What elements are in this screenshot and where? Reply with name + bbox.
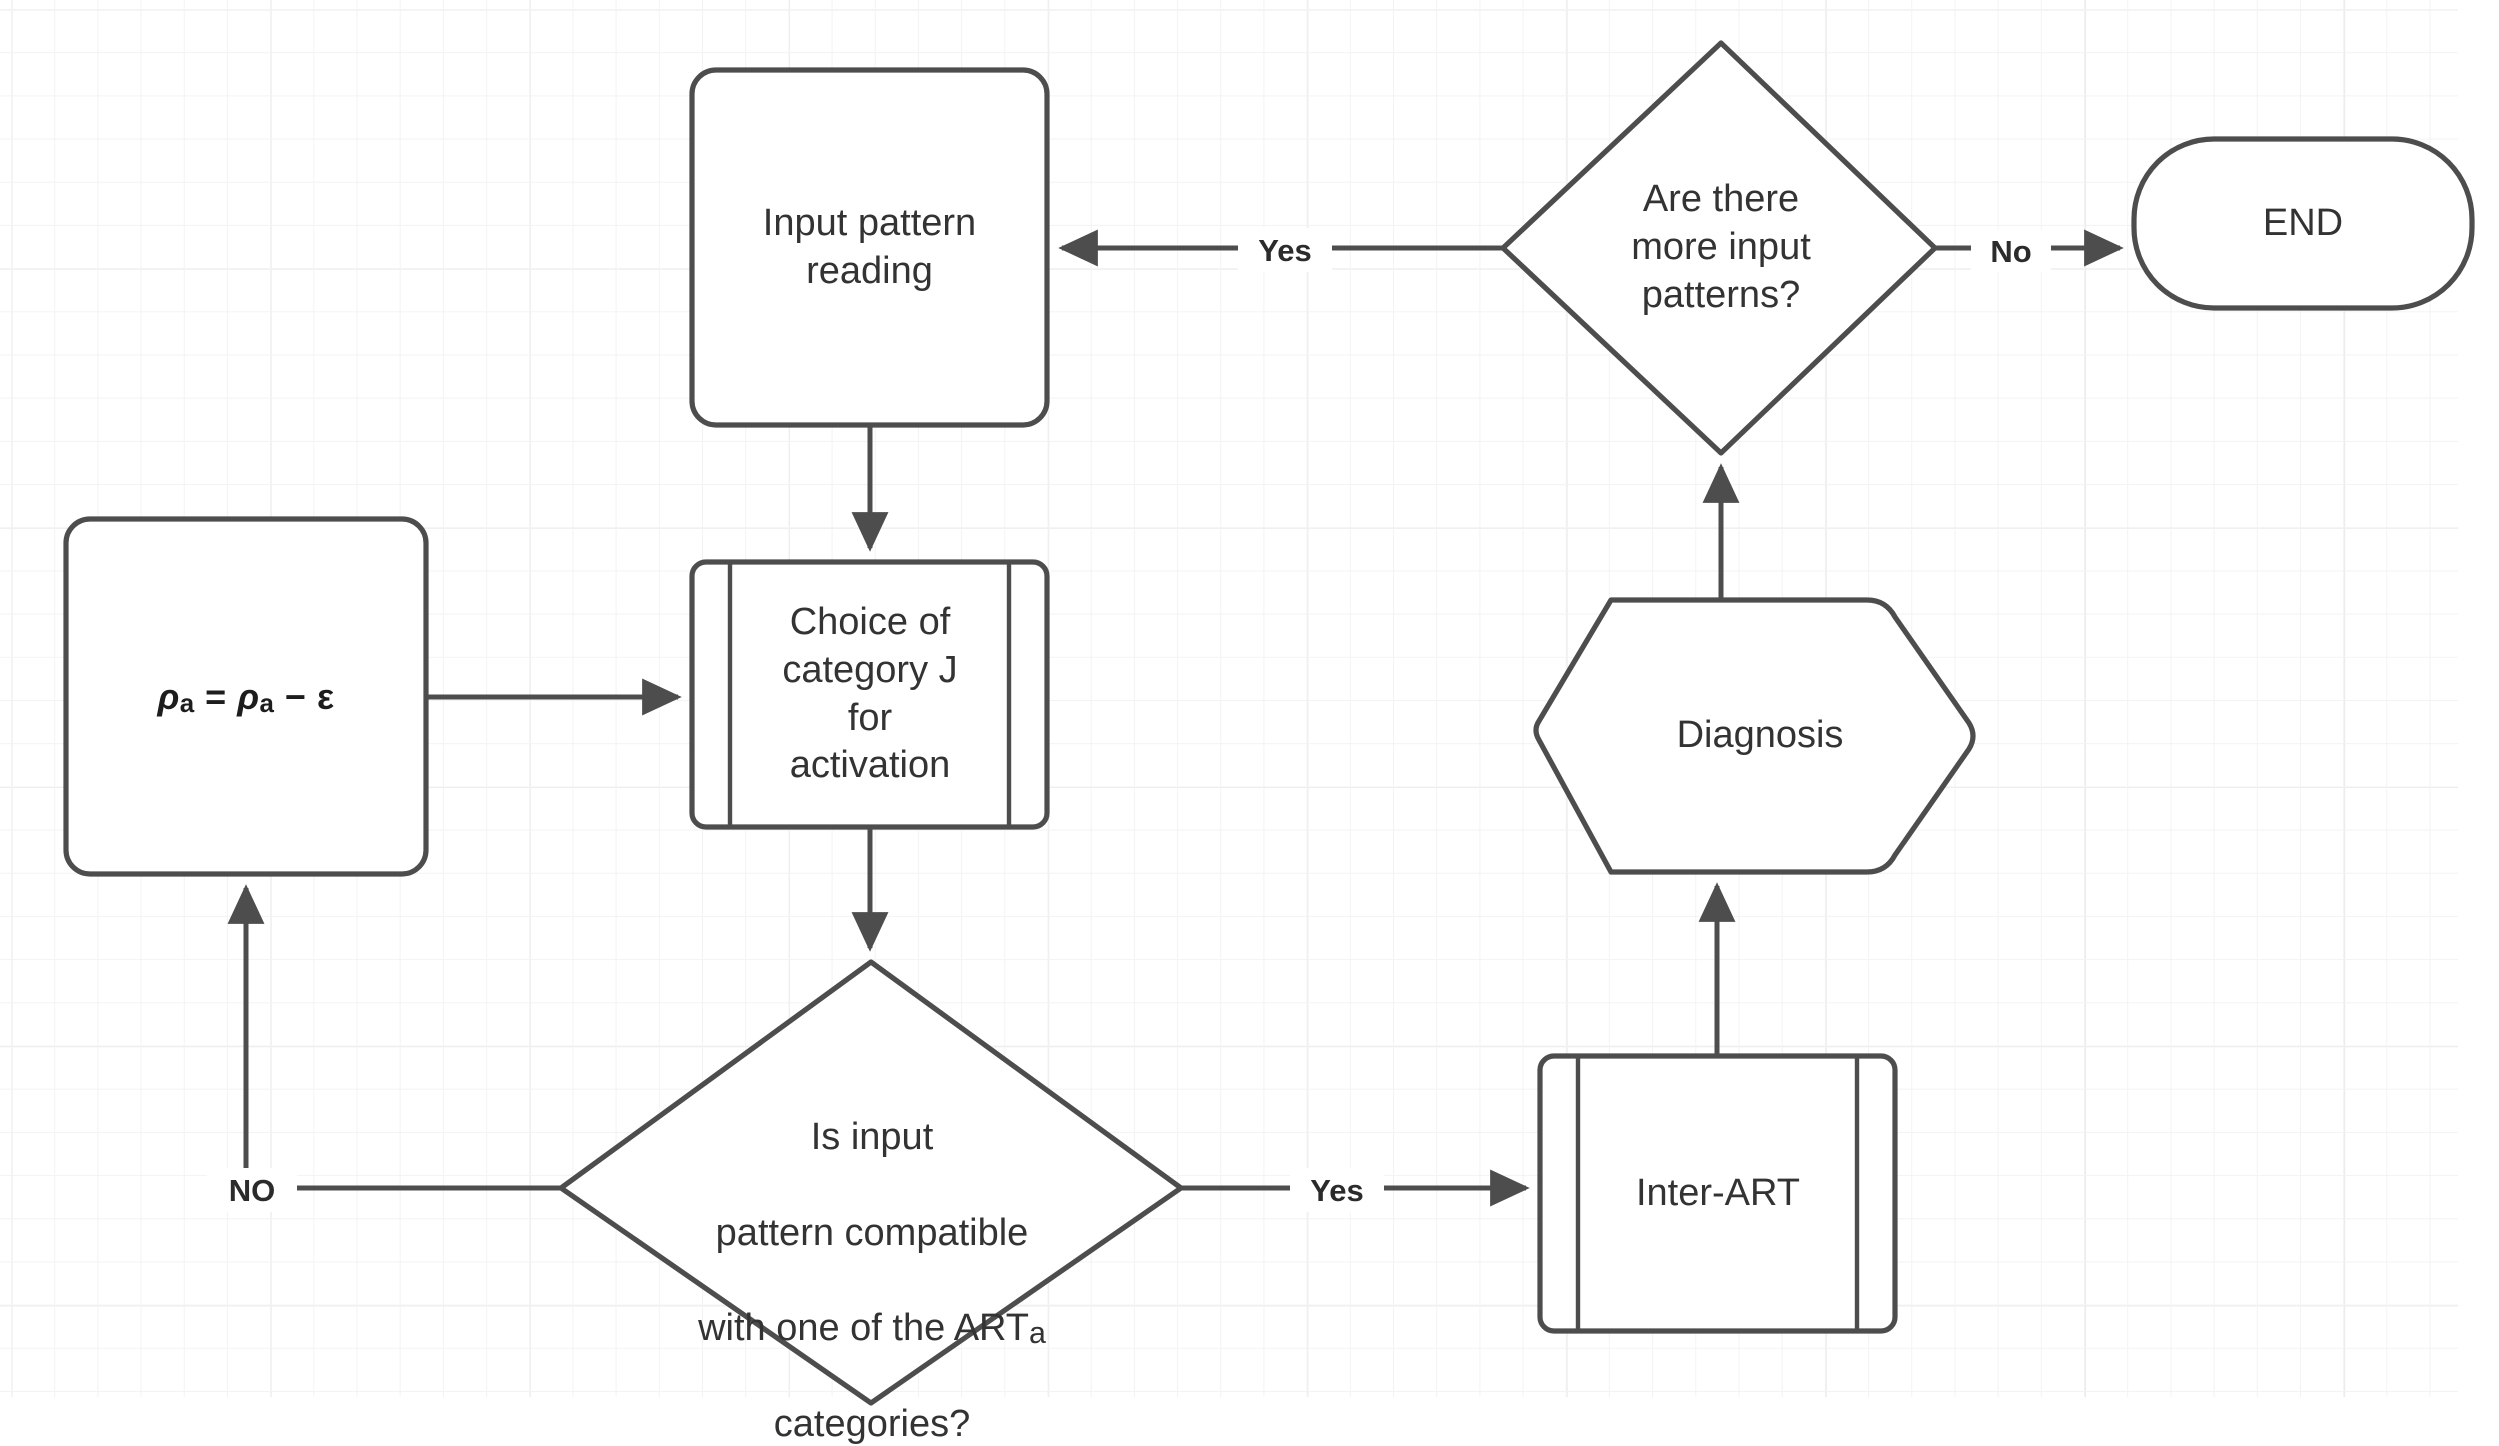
node-end[interactable] — [2131, 136, 2475, 311]
edge-compatible-no-to-rho-update[interactable] — [227, 884, 561, 1191]
node-rho-update[interactable] — [63, 516, 429, 877]
node-inter-art[interactable] — [1537, 1053, 1898, 1334]
node-choice-of-category[interactable] — [689, 559, 1050, 830]
edge-label-yes-more-patterns: Yes — [1238, 228, 1332, 272]
edge-label-yes-inter-art: Yes — [1290, 1168, 1384, 1212]
node-are-there-more-input-patterns[interactable] — [1500, 40, 1938, 456]
node-input-pattern-reading[interactable] — [689, 67, 1050, 428]
edge-label-no-end: No — [1971, 230, 2051, 272]
edge-label-no-compatible: NO — [207, 1168, 297, 1212]
node-diagnosis[interactable] — [1533, 597, 1976, 875]
node-is-input-pattern-compatible[interactable] — [558, 959, 1184, 1406]
